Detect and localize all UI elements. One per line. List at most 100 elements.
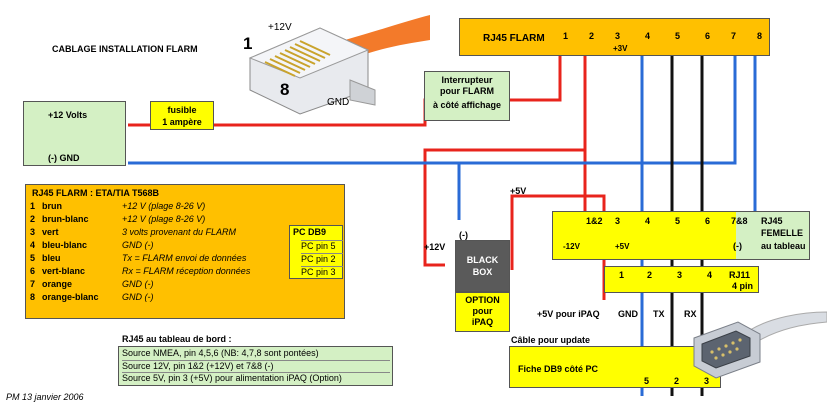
femelle-pin-78: 7&8 xyxy=(731,216,748,226)
femelle-sub-left: -12V xyxy=(563,242,580,251)
table-row-name: bleu-blanc xyxy=(42,240,88,250)
rj11-bar: 1 2 3 4 RJ11 4 pin xyxy=(604,266,759,293)
femelle-sub-right: (-) xyxy=(733,241,742,251)
footer-date: PM 13 janvier 2006 xyxy=(6,392,84,402)
flarm-pin-8: 8 xyxy=(757,31,763,41)
table-row-n: 1 xyxy=(30,201,36,211)
photo-pin8-label: 8 xyxy=(280,80,290,99)
table-row-desc: 3 volts provenant du FLARM xyxy=(122,227,237,237)
table-row-name: bleu xyxy=(42,253,61,263)
femelle-sub-pin3: +5V xyxy=(615,242,630,251)
table-row-desc: Rx = FLARM réception données xyxy=(122,266,251,276)
rj11-pin-1: 1 xyxy=(619,270,625,280)
pinout-table-header: RJ45 FLARM : ETA/TIA T568B xyxy=(32,188,160,198)
femelle-pin-12: 1&2 xyxy=(586,216,603,226)
table-row-n: 2 xyxy=(30,214,36,224)
table-row-desc: GND (-) xyxy=(122,279,154,289)
db9-pin-2: 2 xyxy=(674,376,680,386)
switch-line3: à côté affichage xyxy=(432,100,502,110)
table-row-name: orange xyxy=(42,279,73,289)
flarm-pin-5: 5 xyxy=(675,31,681,41)
black-box: BLACK BOX xyxy=(455,240,510,292)
switch-line2: pour FLARM xyxy=(440,86,494,96)
fuse-line1: fusible xyxy=(167,105,197,115)
table-row-name: vert xyxy=(42,227,59,237)
table-row-desc: +12 V (plage 8-26 V) xyxy=(122,201,206,211)
tableau-line: Source NMEA, pin 4,5,6 (NB: 4,7,8 sont p… xyxy=(122,348,319,358)
rj45-plug-photo xyxy=(248,15,430,115)
femelle-pin-3: 3 xyxy=(615,216,621,226)
rj11-pin-2: 2 xyxy=(647,270,653,280)
blackbox-line1: BLACK xyxy=(466,255,499,265)
flarm-pin-1: 1 xyxy=(563,31,569,41)
option-ipaq-box: OPTION pour iPAQ xyxy=(455,292,510,332)
table-row-n: 7 xyxy=(30,279,36,289)
table-row-name: orange-blanc xyxy=(42,292,99,302)
fuse-box: fusible 1 ampère xyxy=(150,101,214,130)
blackbox-12v-label: +12V xyxy=(424,242,446,252)
db9-connector-photo xyxy=(693,311,827,379)
wire-12v-pin2 xyxy=(423,36,587,267)
pc-db9-table: PC DB9 PC pin 5 PC pin 2 PC pin 3 xyxy=(289,225,343,279)
pc-db9-row: PC pin 5 xyxy=(301,240,343,251)
table-row-n: 6 xyxy=(30,266,36,276)
option-line3: iPAQ xyxy=(471,317,494,327)
option-line1: OPTION xyxy=(465,295,500,305)
table-row-n: 5 xyxy=(30,253,36,263)
tx-signal-label: TX xyxy=(653,309,665,319)
table-row-desc: Tx = FLARM envoi de données xyxy=(122,253,247,263)
rj11-label-2: 4 pin xyxy=(732,281,754,291)
photo-gnd-label: GND xyxy=(327,97,350,108)
blackbox-minus-label: (-) xyxy=(459,230,468,240)
rj45-flarm-label: RJ45 FLARM xyxy=(483,33,545,44)
switch-line1: Interrupteur xyxy=(441,75,493,85)
ipaq-5v-label: +5V pour iPAQ xyxy=(537,309,600,319)
rx-signal-label: RX xyxy=(684,309,697,319)
blackbox-line2: BOX xyxy=(472,267,493,277)
db9-pc-label: Fiche DB9 côté PC xyxy=(518,364,599,374)
pinout-table: RJ45 FLARM : ETA/TIA T568B 1 brun +12 V … xyxy=(25,184,345,319)
pc-db9-header: PC DB9 xyxy=(293,227,327,237)
tableau-notes-box: Source NMEA, pin 4,5,6 (NB: 4,7,8 sont p… xyxy=(118,346,393,386)
flarm-pin-2: 2 xyxy=(589,31,595,41)
femelle-label-2: FEMELLE xyxy=(761,228,803,238)
blackbox-5v-label: +5V xyxy=(510,186,527,196)
rj45-femelle-bar: 1&2 3 4 5 6 7&8 -12V +5V (-) RJ45 FEMELL… xyxy=(552,211,810,260)
table-row-desc: GND (-) xyxy=(122,292,154,302)
fuse-line2: 1 ampère xyxy=(162,117,202,127)
femelle-label-3: au tableau xyxy=(761,241,806,251)
pc-db9-row: PC pin 3 xyxy=(301,266,343,277)
cable-update-label: Câble pour update xyxy=(511,335,591,345)
db9-pc-box: Fiche DB9 côté PC 5 2 3 xyxy=(509,346,721,388)
photo-12v-label: +12V xyxy=(268,22,292,33)
flarm-pin-3: 3 xyxy=(615,31,621,41)
rj11-label-1: RJ11 xyxy=(729,270,751,280)
table-row-desc: +12 V (plage 8-26 V) xyxy=(122,214,206,224)
table-row-n: 8 xyxy=(30,292,36,302)
flarm-pin3-sub: +3V xyxy=(613,44,628,53)
table-row-n: 4 xyxy=(30,240,36,250)
femelle-pin-5: 5 xyxy=(675,216,681,226)
power-source-box: +12 Volts (-) GND xyxy=(23,101,126,166)
rj11-pin-4: 4 xyxy=(707,270,713,280)
gnd-signal-label: GND xyxy=(618,309,638,319)
db9-pin-3: 3 xyxy=(704,376,710,386)
femelle-pin-4: 4 xyxy=(645,216,651,226)
rj45-flarm-bar: RJ45 FLARM 1 2 3 +3V 4 5 6 7 8 xyxy=(459,18,770,56)
flarm-pin-6: 6 xyxy=(705,31,711,41)
power-minus-label: (-) GND xyxy=(48,153,80,163)
table-row-desc: GND (-) xyxy=(122,240,154,250)
tableau-header: RJ45 au tableau de bord : xyxy=(122,334,232,344)
tableau-line: Source 12V, pin 1&2 (+12V) et 7&8 (-) xyxy=(122,360,390,371)
tableau-line: Source 5V, pin 3 (+5V) pour alimentation… xyxy=(122,372,390,383)
pc-db9-row: PC pin 2 xyxy=(301,253,343,264)
option-line2: pour xyxy=(472,306,493,316)
photo-pin1-label: 1 xyxy=(243,34,253,53)
power-plus-label: +12 Volts xyxy=(48,110,88,120)
flarm-pin-7: 7 xyxy=(731,31,737,41)
db9-pin-5: 5 xyxy=(644,376,650,386)
table-row-name: vert-blanc xyxy=(42,266,86,276)
table-row-n: 3 xyxy=(30,227,36,237)
table-row-name: brun xyxy=(42,201,62,211)
